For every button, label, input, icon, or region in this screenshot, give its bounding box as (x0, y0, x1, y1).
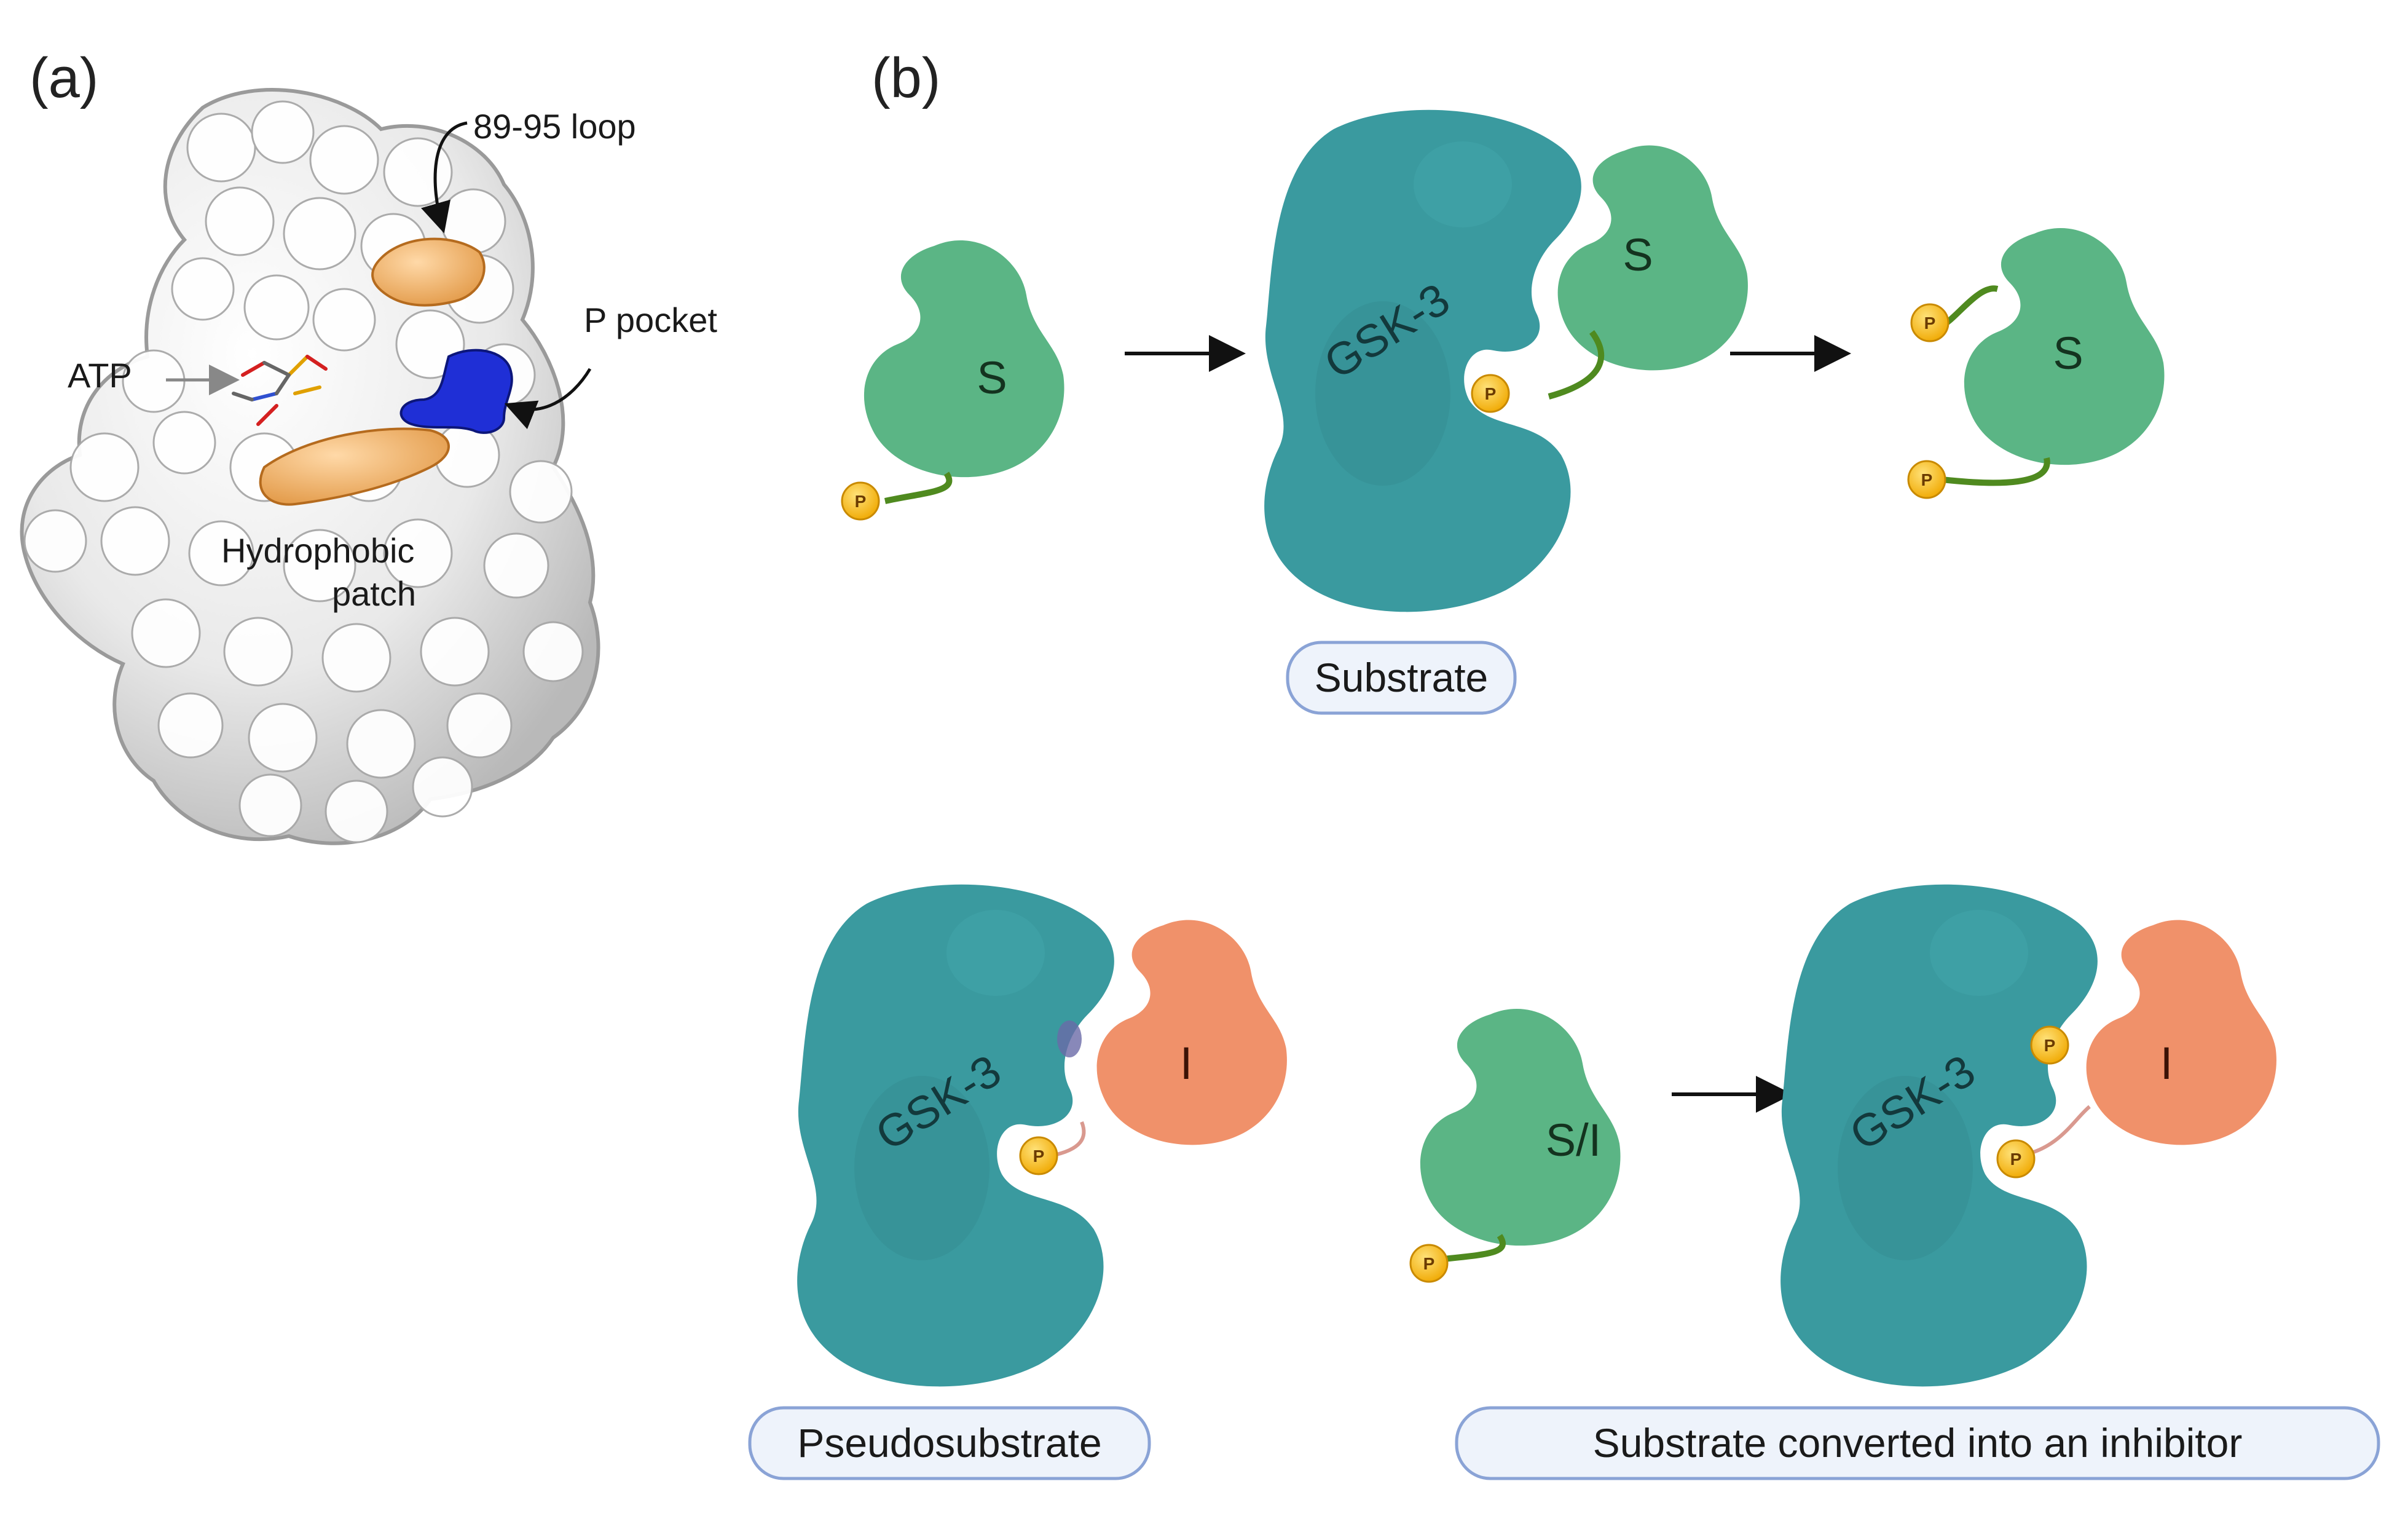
substrate-phosphorylated: P P S (1907, 228, 2165, 499)
phospho-group: P (1471, 374, 1510, 413)
svg-text:P: P (2044, 1036, 2056, 1055)
panel-b: (b) P S P GSK-3 S (748, 47, 2380, 1480)
panel-b-label: (b) (872, 47, 940, 109)
inhibitor-label: I (2160, 1038, 2173, 1089)
p-pocket-region (399, 349, 513, 434)
svg-text:Substrate converted into an in: Substrate converted into an inhibitor (1593, 1420, 2243, 1466)
svg-text:P: P (2010, 1150, 2022, 1169)
substrate-inhibitor-label: S/I (1546, 1115, 1601, 1166)
phospho-group: P (1910, 303, 1950, 342)
gsk3-converted-complex: P P GSK-3 I (1780, 884, 2276, 1387)
substrate-label: S (2053, 328, 2083, 379)
phospho-group: P (1019, 1136, 1058, 1175)
panel-a-label: (a) (30, 47, 98, 109)
gsk3-substrate-complex: P GSK-3 S (1264, 109, 1748, 612)
phospho-group: P (2030, 1025, 2069, 1065)
svg-text:Pseudosubstrate: Pseudosubstrate (797, 1420, 1101, 1466)
p-pocket-arrow (504, 368, 592, 430)
phospho-group: P (1996, 1139, 2036, 1179)
caption-converted: Substrate converted into an inhibitor (1455, 1406, 2380, 1480)
loop-arrow (420, 121, 468, 234)
svg-text:P: P (1924, 314, 1936, 333)
panel-a: (a) (20, 47, 717, 845)
caption-pseudosubstrate: Pseudosubstrate (748, 1406, 1151, 1480)
caption-substrate: Substrate (1286, 641, 1517, 715)
gsk3-pseudosubstrate-complex: P GSK-3 I (797, 884, 1287, 1387)
hydrophobic-label-line2: patch (332, 574, 416, 613)
substrate-inhibitor-free: P S/I (1409, 1009, 1621, 1283)
atp-molecule (232, 355, 328, 426)
substrate-label: S (1623, 229, 1653, 280)
phospho-group: P (841, 481, 880, 521)
substrate-free: P S (841, 240, 1064, 521)
substrate-label: S (977, 352, 1007, 403)
hydrophobic-label-line1: Hydrophobic (221, 531, 414, 570)
svg-text:P: P (1921, 470, 1933, 489)
svg-text:P: P (855, 492, 867, 511)
phospho-group: P (1409, 1244, 1449, 1283)
hydrophobic-patch-region (259, 427, 450, 506)
protein-surface (20, 88, 600, 845)
substrate-tail (884, 472, 953, 504)
atp-label: ATP (68, 356, 132, 395)
svg-text:P: P (1485, 384, 1497, 403)
svg-text:P: P (1423, 1254, 1435, 1273)
svg-text:P: P (1033, 1147, 1045, 1166)
loop-region (371, 237, 486, 307)
loop-label: 89-95 loop (473, 107, 636, 146)
inhibitor-label: I (1180, 1038, 1193, 1089)
phospho-group: P (1907, 460, 1946, 499)
p-pocket-label: P pocket (584, 301, 717, 339)
svg-text:Substrate: Substrate (1315, 655, 1489, 700)
